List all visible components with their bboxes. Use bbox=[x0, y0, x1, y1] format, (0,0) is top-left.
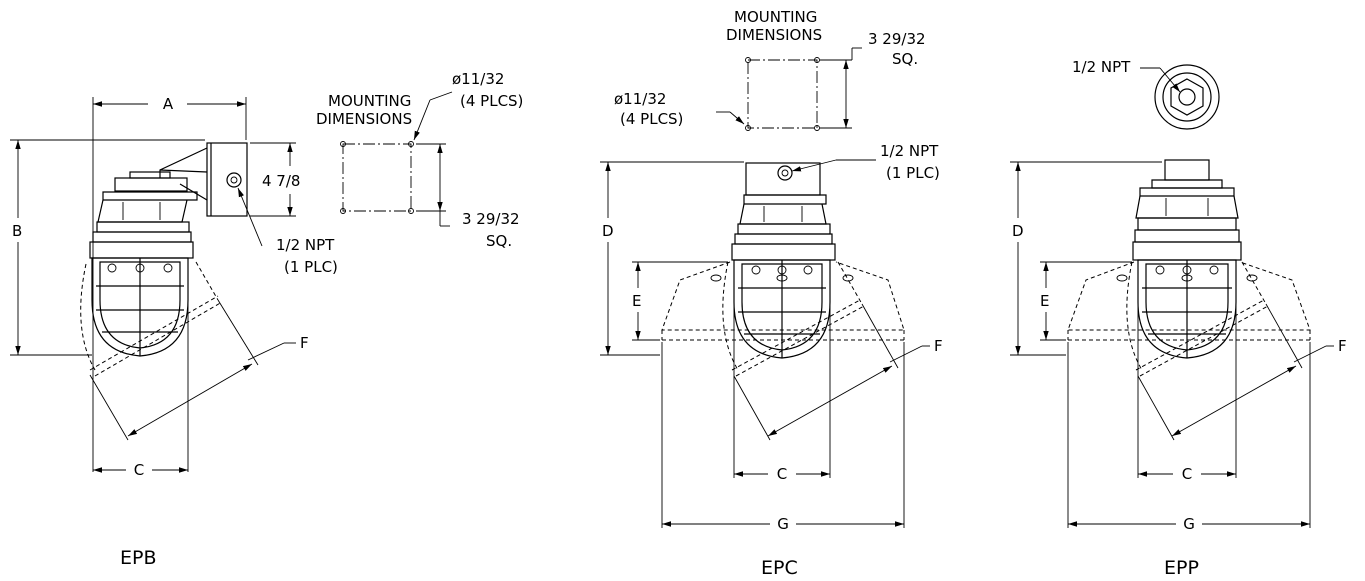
epb-dim-box-height: 4 7/8 bbox=[250, 142, 300, 217]
epb-conduit-callout: 1/2 NPT (1 PLC) bbox=[237, 187, 338, 276]
epc-dim-g-label: G bbox=[777, 515, 789, 533]
epb-box-height-label: 4 7/8 bbox=[262, 172, 300, 190]
epc-hole-line2: (4 PLCS) bbox=[620, 110, 683, 128]
epc-mounting-detail: MOUNTING DIMENSIONS 3 29/32 SQ. ø11/32 (… bbox=[614, 8, 926, 131]
epb-conduit-line2: (1 PLC) bbox=[284, 258, 338, 276]
epb-dim-f: F bbox=[89, 299, 309, 441]
epc-dim-e: E bbox=[632, 261, 728, 341]
epb-fixture bbox=[80, 171, 223, 377]
epp-dim-d: D bbox=[1010, 161, 1162, 356]
epp-dim-f: F bbox=[1137, 303, 1347, 441]
epc-dim-c-label: C bbox=[777, 465, 787, 483]
epb-mounting-line1: MOUNTING bbox=[328, 92, 411, 110]
epp-view: 1/2 NPT bbox=[1010, 58, 1347, 579]
epc-mounting-line2: DIMENSIONS bbox=[726, 26, 822, 44]
epp-dim-g: G bbox=[1067, 342, 1311, 533]
epp-conduit-label: 1/2 NPT bbox=[1072, 58, 1131, 76]
epb-dim-f-label: F bbox=[300, 334, 309, 352]
epb-square-line1: 3 29/32 bbox=[462, 210, 520, 228]
epc-conduit-line1: 1/2 NPT bbox=[880, 142, 939, 160]
epc-view: MOUNTING DIMENSIONS 3 29/32 SQ. ø11/32 (… bbox=[600, 8, 943, 579]
epb-dim-c-label: C bbox=[134, 461, 144, 479]
epp-dim-e: E bbox=[1040, 261, 1132, 341]
epc-dim-f: F bbox=[733, 303, 943, 441]
epb-conduit-line1: 1/2 NPT bbox=[276, 236, 335, 254]
epp-dim-f-label: F bbox=[1338, 337, 1347, 355]
epb-dim-a-label: A bbox=[163, 95, 174, 113]
epp-title: EPP bbox=[1164, 557, 1199, 579]
epc-hole-line1: ø11/32 bbox=[614, 90, 666, 108]
epc-dim-d-label: D bbox=[602, 222, 614, 240]
epb-view: A B 4 7/8 1/2 NPT (1 PLC) MOUNTING DI bbox=[10, 70, 523, 569]
epc-conduit-callout: 1/2 NPT (1 PLC) bbox=[791, 142, 940, 182]
epp-dim-d-label: D bbox=[1012, 222, 1024, 240]
epb-hole-line1: ø11/32 bbox=[452, 70, 504, 88]
epc-mounting-line1: MOUNTING bbox=[734, 8, 817, 26]
epc-square-line2: SQ. bbox=[892, 50, 918, 68]
epc-dim-e-label: E bbox=[632, 292, 641, 310]
epc-title: EPC bbox=[761, 557, 798, 579]
epc-dim-d: D bbox=[600, 161, 744, 356]
epb-hole-line2: (4 PLCS) bbox=[460, 92, 523, 110]
epb-dim-b-label: B bbox=[12, 222, 22, 240]
epb-wall-bracket bbox=[159, 142, 248, 217]
epp-top-view: 1/2 NPT bbox=[1072, 58, 1220, 130]
epb-dim-b: B bbox=[10, 139, 205, 356]
epp-fixture bbox=[1067, 159, 1311, 377]
epc-square-line1: 3 29/32 bbox=[868, 30, 926, 48]
epp-dim-g-label: G bbox=[1183, 515, 1195, 533]
epb-mounting-line2: DIMENSIONS bbox=[316, 110, 412, 128]
epb-dim-a: A bbox=[92, 95, 247, 472]
epc-fixture bbox=[661, 162, 905, 377]
epc-dim-g: G bbox=[661, 342, 905, 533]
epp-dim-e-label: E bbox=[1040, 292, 1049, 310]
epb-title: EPB bbox=[120, 547, 157, 569]
epb-mounting-detail: MOUNTING DIMENSIONS ø11/32 (4 PLCS) 3 29… bbox=[316, 70, 523, 250]
epc-dim-f-label: F bbox=[934, 337, 943, 355]
epc-conduit-line2: (1 PLC) bbox=[886, 164, 940, 182]
epp-dim-c-label: C bbox=[1182, 465, 1192, 483]
epb-square-line2: SQ. bbox=[486, 232, 512, 250]
